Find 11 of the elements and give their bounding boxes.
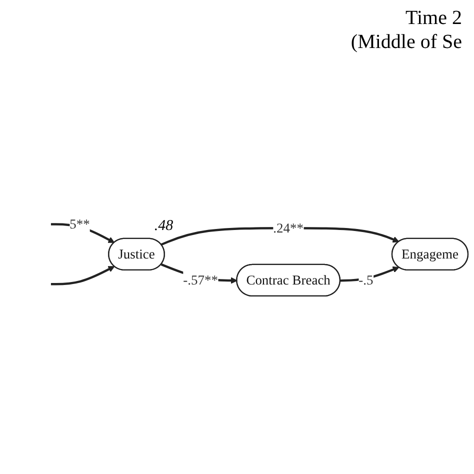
edge-label: .24** <box>273 220 304 235</box>
edge-label: -.57** <box>183 272 218 287</box>
arrow <box>50 266 115 285</box>
arrow <box>340 266 400 282</box>
arrow <box>160 226 400 246</box>
edge-label: -.5 <box>358 272 374 287</box>
heading-label: Time 2 <box>404 6 462 30</box>
node-annotation: .48 <box>154 218 174 235</box>
heading-label: (Middle of Se <box>350 30 462 54</box>
edge-label: 5** <box>70 216 90 231</box>
arrow <box>50 222 115 243</box>
